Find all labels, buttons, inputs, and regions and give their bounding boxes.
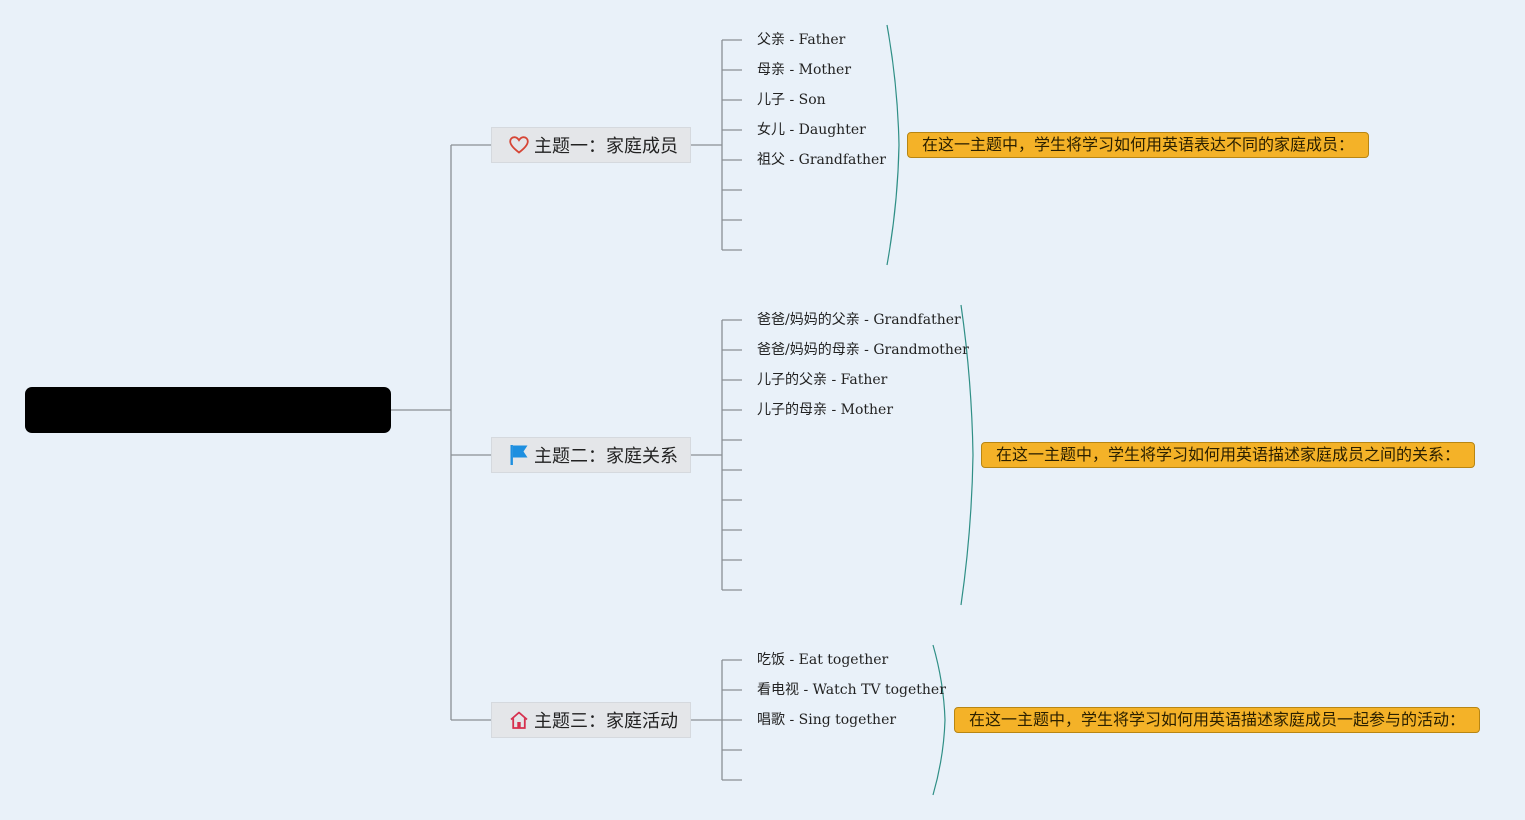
leaf-item[interactable]: 女儿 - Daughter	[757, 122, 866, 138]
summary-family-members[interactable]: 在这一主题中，学生将学习如何用英语表达不同的家庭成员：	[907, 132, 1370, 158]
topic-label: 主题二：家庭关系	[534, 446, 678, 467]
leaf-item[interactable]: 儿子的父亲 - Father	[757, 372, 888, 388]
leaf-item[interactable]: 看电视 - Watch TV together	[757, 682, 946, 698]
leaf-item[interactable]: 唱歌 - Sing together	[757, 712, 897, 728]
summary-family-activities[interactable]: 在这一主题中，学生将学习如何用英语描述家庭成员一起参与的活动：	[954, 707, 1481, 733]
topic-family-members[interactable]: 主题一：家庭成员	[491, 127, 691, 163]
topic-family-relations[interactable]: 主题二：家庭关系	[491, 437, 691, 473]
leaf-item[interactable]: 爸爸/妈妈的母亲 - Grandmother	[757, 342, 969, 358]
leaf-item[interactable]: 父亲 - Father	[757, 32, 846, 48]
topic-family-activities[interactable]: 主题三：家庭活动	[491, 702, 691, 738]
summary-brace-0	[886, 24, 900, 266]
flag-icon	[508, 444, 530, 466]
leaf-item[interactable]: 儿子 - Son	[757, 92, 826, 108]
leaf-item[interactable]: 儿子的母亲 - Mother	[757, 402, 894, 418]
topic-label: 主题一：家庭成员	[534, 136, 678, 157]
summary-family-relations[interactable]: 在这一主题中，学生将学习如何用英语描述家庭成员之间的关系：	[981, 442, 1476, 468]
leaf-item[interactable]: 祖父 - Grandfather	[757, 152, 886, 168]
summary-brace-2	[932, 644, 946, 796]
leaf-item[interactable]: 吃饭 - Eat together	[757, 652, 889, 668]
leaf-item[interactable]: 母亲 - Mother	[757, 62, 852, 78]
topic-label: 主题三：家庭活动	[534, 711, 678, 732]
root-node-redacted[interactable]	[25, 387, 391, 433]
summary-brace-1	[960, 304, 974, 606]
heart-icon	[508, 134, 530, 156]
home-icon	[508, 709, 530, 731]
leaf-item[interactable]: 爸爸/妈妈的父亲 - Grandfather	[757, 312, 961, 328]
